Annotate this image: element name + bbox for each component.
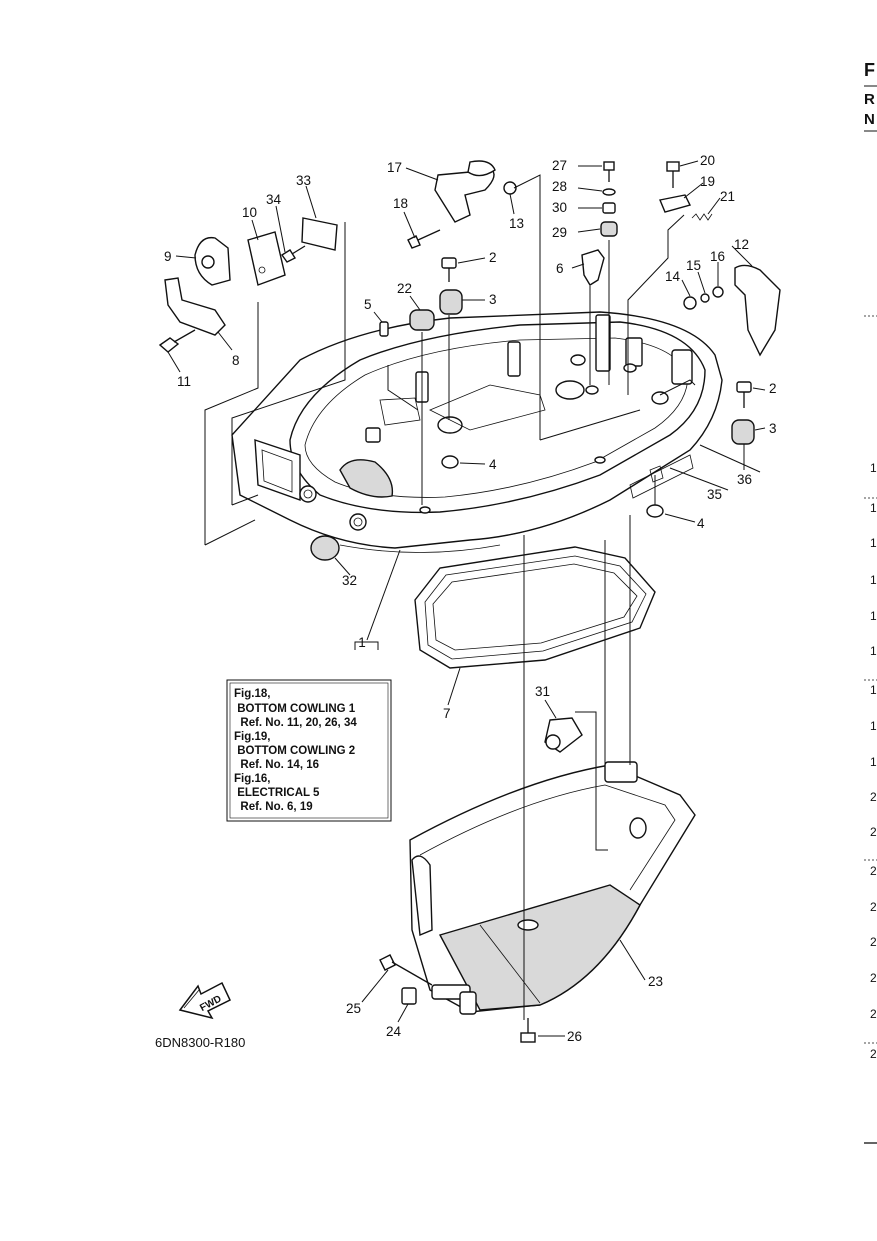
callout-3: 3: [769, 421, 777, 436]
callout-16: 16: [710, 249, 725, 264]
edge-row: 1: [870, 719, 877, 733]
bottom-cowling-illustration: [231, 311, 723, 553]
callout-33: 33: [296, 173, 311, 188]
callout-27: 27: [552, 158, 567, 173]
callout-25: 25: [346, 1001, 361, 1016]
callout-4: 4: [697, 516, 705, 531]
callout-31: 31: [535, 684, 550, 699]
callout-20: 20: [700, 153, 715, 168]
leader-lines: [167, 160, 766, 1037]
callout-11: 11: [177, 374, 191, 389]
edge-header: R: [864, 91, 875, 108]
callout-26: 26: [567, 1029, 582, 1044]
ref-line: Fig.16,: [234, 773, 270, 785]
edge-row: 2: [870, 1047, 877, 1061]
callout-15: 15: [686, 258, 701, 273]
edge-row: 1: [870, 536, 877, 550]
edge-row: 1: [870, 755, 877, 769]
edge-row: 1: [870, 573, 877, 587]
fwd-arrow-icon: FWD: [178, 981, 231, 1020]
callout-12: 12: [734, 237, 749, 252]
ref-line: ELECTRICAL 5: [234, 787, 320, 799]
callout-3: 3: [489, 292, 497, 307]
lower-cover-illustration: [409, 761, 696, 1015]
edge-row: 2: [870, 971, 877, 985]
callout-22: 22: [397, 281, 412, 296]
edge-row: 1: [870, 609, 877, 623]
callout-35: 35: [707, 487, 722, 502]
callout-18: 18: [393, 196, 408, 211]
callout-29: 29: [552, 225, 567, 240]
edge-row: 2: [870, 790, 877, 804]
callout-6: 6: [556, 261, 564, 276]
ref-line: Ref. No. 6, 19: [234, 801, 313, 813]
callout-5: 5: [364, 297, 372, 312]
ref-line: BOTTOM COWLING 2: [234, 745, 355, 757]
ref-line: Ref. No. 11, 20, 26, 34: [234, 717, 357, 729]
edge-row: 1: [870, 683, 877, 697]
edge-row: 1: [870, 644, 877, 658]
callout-36: 36: [737, 472, 752, 487]
callout-1: 1: [358, 635, 366, 650]
reference-box: Fig.18, BOTTOM COWLING 1 Ref. No. 11, 20…: [226, 679, 392, 822]
callout-21: 21: [720, 189, 735, 204]
edge-row: 1: [870, 501, 877, 515]
callout-30: 30: [552, 200, 567, 215]
seal-gasket-illustration: [414, 546, 656, 669]
callout-32: 32: [342, 573, 357, 588]
edge-row: 2: [870, 864, 877, 878]
callout-17: 17: [387, 160, 402, 175]
right-edge-column: F R N 1 1 1 1 1 1 1 1 1 2 2 2 2 2 2 2 2: [864, 60, 877, 1144]
callout-10: 10: [242, 205, 257, 220]
callout-34: 34: [266, 192, 282, 207]
callout-8: 8: [232, 353, 240, 368]
small-parts-illustrations: [158, 160, 781, 1043]
callout-14: 14: [665, 269, 681, 284]
ref-line: Fig.18,: [234, 688, 270, 700]
callout-9: 9: [164, 249, 172, 264]
edge-row: 2: [870, 1007, 877, 1021]
callout-23: 23: [648, 974, 663, 989]
ref-line: Fig.19,: [234, 731, 270, 743]
callout-7: 7: [443, 706, 451, 721]
callout-2: 2: [489, 250, 497, 265]
edge-row: 2: [870, 825, 877, 839]
callout-labels: 1 2 2 3 3 4 4 5 6 7 8 9 10 11 12 13 14 1…: [164, 153, 777, 1044]
callout-4: 4: [489, 457, 497, 472]
edge-row: 1: [870, 461, 877, 475]
edge-row: 2: [870, 935, 877, 949]
edge-header: N: [864, 111, 875, 128]
edge-row: 2: [870, 900, 877, 914]
ref-line: Ref. No. 14, 16: [234, 759, 319, 771]
edge-header: F: [864, 60, 875, 80]
callout-28: 28: [552, 179, 567, 194]
ref-line: BOTTOM COWLING 1: [234, 703, 356, 715]
callout-13: 13: [509, 216, 524, 231]
diagram-code: 6DN8300-R180: [155, 1035, 245, 1050]
callout-2: 2: [769, 381, 777, 396]
callout-19: 19: [700, 174, 715, 189]
callout-24: 24: [386, 1024, 402, 1039]
